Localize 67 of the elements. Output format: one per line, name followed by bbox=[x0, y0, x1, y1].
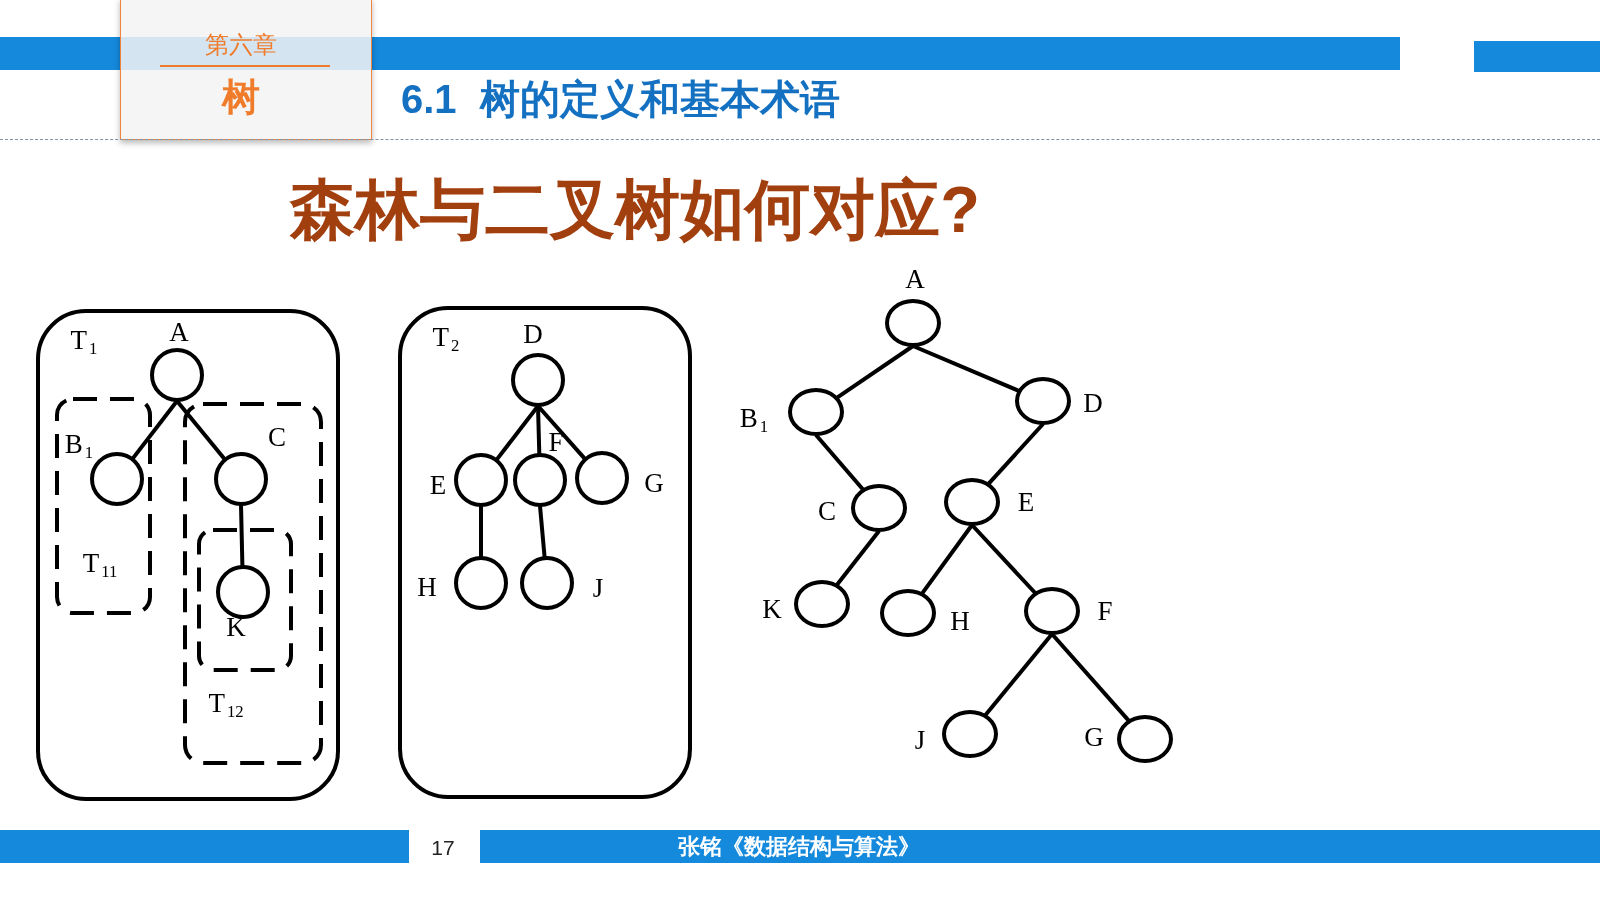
tree-node-circle bbox=[520, 556, 574, 610]
node-label: G bbox=[644, 469, 664, 497]
tree-edge bbox=[835, 344, 915, 400]
tree-node-circle bbox=[885, 299, 941, 347]
node-label: C bbox=[268, 423, 286, 451]
node-label: F bbox=[1097, 597, 1113, 625]
node-label: E bbox=[1017, 488, 1035, 516]
node-label: H bbox=[950, 607, 970, 635]
footer-text: 张铭《数据结构与算法》 bbox=[678, 836, 920, 858]
tree-node-circle bbox=[454, 453, 508, 507]
tree-node-circle bbox=[90, 452, 144, 506]
tree-node-circle bbox=[942, 710, 998, 758]
tree-node-circle bbox=[150, 348, 204, 402]
node-label: C bbox=[818, 497, 836, 525]
tree-node-circle bbox=[944, 478, 1000, 526]
node-label: G bbox=[1084, 723, 1104, 751]
node-label: B$_{1}$ bbox=[739, 404, 769, 432]
tree-label: T$_{11}$ bbox=[82, 549, 118, 577]
tree-edge bbox=[912, 344, 1020, 393]
node-label: D bbox=[523, 320, 543, 348]
chapter-number: 第六章 bbox=[205, 33, 277, 57]
tree-node-circle bbox=[511, 353, 565, 407]
tree-edge bbox=[983, 632, 1054, 717]
tree-label: T$_{1}$ bbox=[70, 326, 98, 354]
tree-node-circle bbox=[1117, 715, 1173, 763]
tree-node-circle bbox=[880, 589, 936, 637]
subtree-frame bbox=[197, 528, 293, 672]
tree-edge bbox=[1050, 632, 1131, 722]
tree-edge bbox=[131, 399, 179, 460]
tree-edge bbox=[987, 422, 1045, 486]
tree-node-circle bbox=[216, 565, 270, 619]
node-label: D bbox=[1083, 389, 1103, 417]
node-label: A bbox=[905, 265, 925, 293]
subtree-frame bbox=[55, 397, 152, 615]
tree-edge bbox=[175, 399, 227, 461]
tree-edge bbox=[239, 504, 245, 567]
tree-node-circle bbox=[851, 484, 907, 532]
node-label: J bbox=[914, 726, 926, 754]
node-label: E bbox=[429, 471, 447, 499]
tree-edge bbox=[814, 433, 865, 491]
tree-node-circle bbox=[788, 388, 844, 436]
node-label: H bbox=[417, 573, 437, 601]
section-heading: 6.1 树的定义和基本术语 bbox=[401, 79, 840, 119]
node-label: K bbox=[762, 595, 782, 623]
tree-edge bbox=[970, 523, 1037, 595]
tree-edge bbox=[920, 523, 974, 595]
tree-node-circle bbox=[794, 580, 850, 628]
tree-label: T$_{2}$ bbox=[432, 323, 460, 351]
tree-edge bbox=[479, 506, 483, 557]
slide-title: 森林与二叉树如何对应? bbox=[290, 176, 980, 242]
node-label: B$_{1}$ bbox=[64, 430, 94, 458]
tree-edge bbox=[538, 505, 547, 558]
chapter-title: 树 bbox=[222, 78, 260, 116]
subtree-frame bbox=[183, 402, 323, 765]
tree-node-circle bbox=[454, 556, 508, 610]
tree-edge bbox=[835, 529, 881, 587]
node-label: A bbox=[169, 318, 189, 346]
node-label: J bbox=[592, 574, 604, 602]
page-number: 17 bbox=[431, 836, 455, 858]
tree-node-circle bbox=[1015, 377, 1071, 425]
tree-frame bbox=[398, 306, 692, 799]
tree-node-circle bbox=[214, 452, 268, 506]
node-label: K bbox=[226, 613, 246, 641]
tree-label: T$_{12}$ bbox=[208, 689, 244, 717]
tree-node-circle bbox=[575, 451, 629, 505]
tree-frame bbox=[36, 309, 340, 801]
tree-node-circle bbox=[1024, 587, 1080, 635]
